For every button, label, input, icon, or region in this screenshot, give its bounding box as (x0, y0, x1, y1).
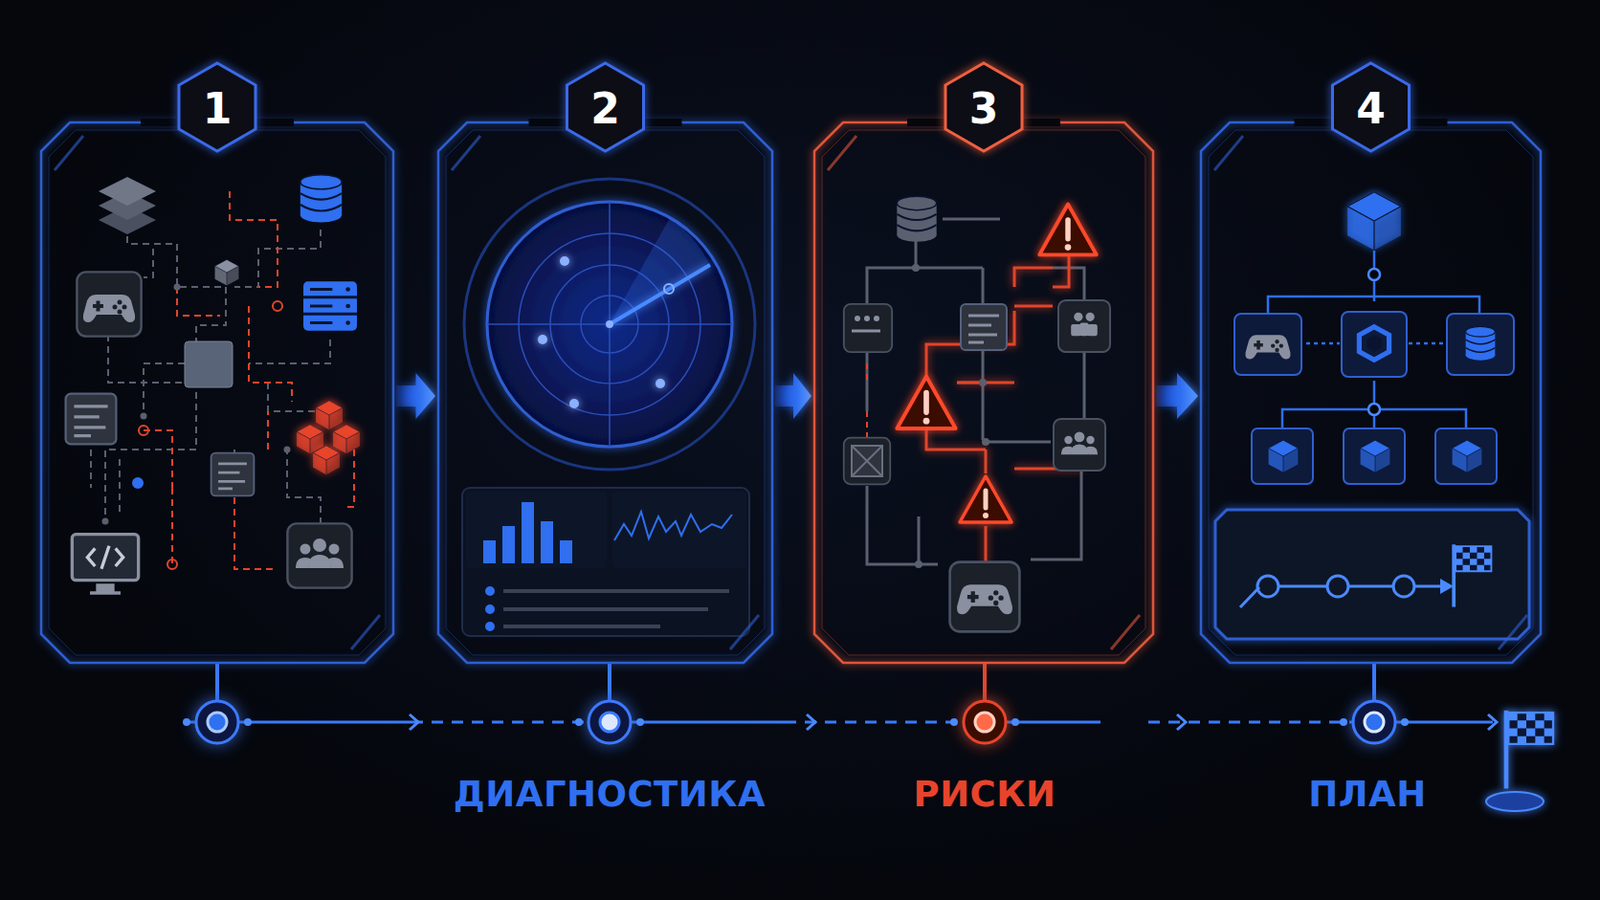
plan-tree (1215, 192, 1530, 640)
icon-box (1058, 300, 1111, 353)
panel-icon (851, 315, 881, 332)
warning-icon (896, 377, 956, 429)
dashed-wire (90, 224, 331, 525)
icon-box (287, 523, 352, 588)
flow-arrow (775, 373, 812, 420)
step-number: 1 (202, 88, 233, 131)
stage-panel: 1 (41, 122, 394, 664)
cube-icon (215, 259, 240, 286)
cube-icon (1347, 192, 1401, 251)
list-icon (211, 453, 255, 497)
panel-outline (438, 122, 773, 664)
step-number: 3 (969, 88, 1000, 131)
red-wire-rings (138, 301, 283, 570)
radar (464, 178, 756, 470)
icon-box (1053, 419, 1106, 471)
layers-icon (98, 177, 156, 235)
gamepad-icon (1244, 334, 1290, 359)
team-icon (1070, 312, 1098, 337)
frame-icon (851, 445, 883, 477)
timeline (182, 663, 1554, 812)
wire (866, 219, 1085, 565)
warning-icon (1039, 204, 1096, 256)
stage-panel: 4 (1200, 122, 1541, 664)
stage-label: ПЛАН (1308, 777, 1426, 813)
stage-panel: 2 (438, 122, 773, 664)
warning-icon (959, 476, 1012, 523)
red-dashed-wire (866, 363, 868, 441)
icon-box (1234, 313, 1302, 376)
people-icon (295, 538, 344, 569)
database-icon (300, 175, 342, 223)
step-number: 2 (590, 88, 621, 131)
hub-icon (1358, 327, 1389, 361)
server-icon (303, 281, 357, 331)
icon-box (950, 562, 1021, 633)
red-wire (926, 256, 1082, 565)
icon-box (76, 271, 141, 336)
task-cubes (1251, 428, 1497, 485)
stage-label: РИСКИ (913, 777, 1057, 813)
panel-outline (1200, 122, 1541, 664)
stage-panel: 3 (814, 122, 1154, 664)
roadmap-box (1215, 510, 1530, 640)
panel-outline (41, 122, 394, 664)
block-icon (184, 341, 233, 388)
flow-arrow (396, 373, 436, 420)
document-icon (66, 394, 117, 445)
finish-flag (1506, 711, 1554, 790)
step-number: 4 (1355, 88, 1386, 131)
gamepad-icon (956, 584, 1013, 615)
document-icon (960, 304, 1007, 351)
red-dashed-wire (143, 191, 355, 570)
system-map (66, 175, 360, 594)
database-icon (1466, 326, 1496, 360)
flow-arrow (1155, 373, 1199, 420)
icon-box (1446, 313, 1514, 376)
database-icon (896, 196, 936, 243)
icon-box (844, 438, 891, 486)
icon-box (844, 304, 892, 353)
icon-box (1341, 311, 1407, 378)
red-cubes (296, 400, 360, 475)
stage-label: ДИАГНОСТИКА (453, 777, 766, 813)
people-icon (1061, 432, 1098, 456)
wire-dot (132, 477, 144, 489)
code-icon (71, 534, 138, 594)
dashboard (462, 488, 750, 637)
roadmap (1240, 544, 1491, 608)
risk-map (844, 196, 1111, 632)
gamepad-icon (83, 294, 135, 323)
panel-outline (814, 122, 1154, 664)
